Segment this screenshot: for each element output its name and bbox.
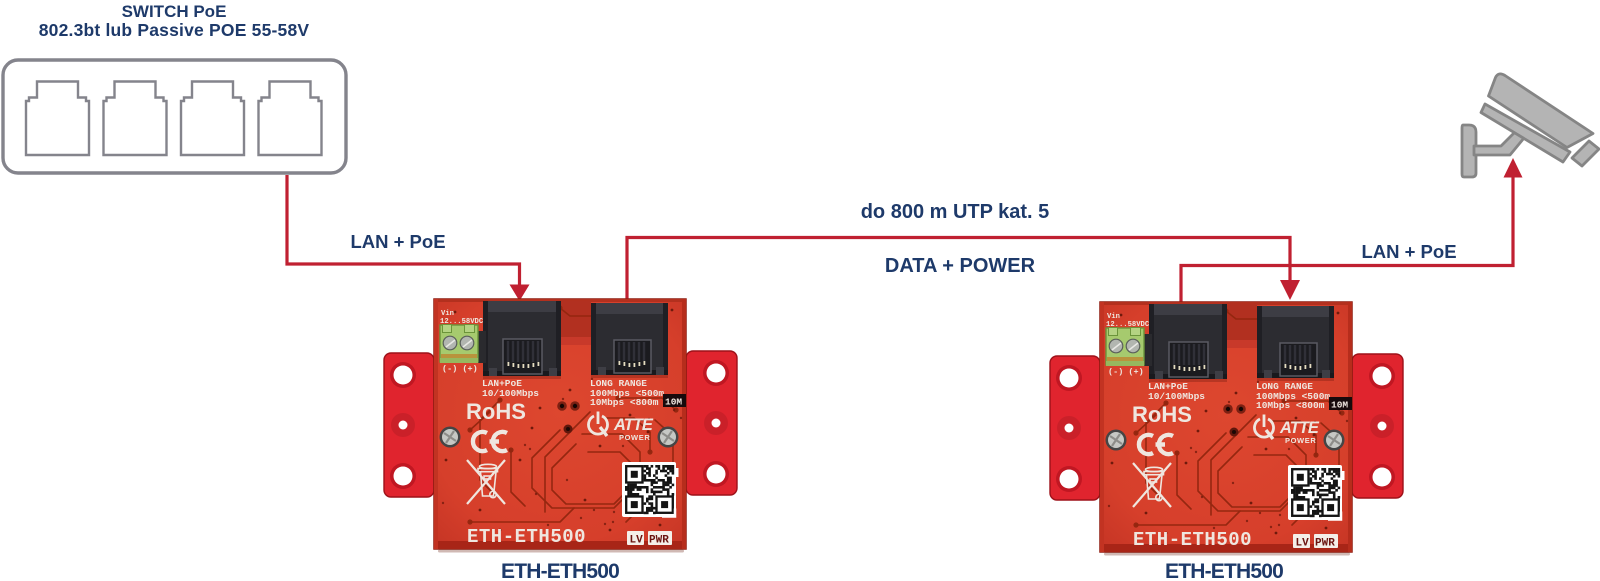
svg-text:ETH-ETH500: ETH-ETH500 xyxy=(467,526,586,548)
svg-text:LV: LV xyxy=(630,535,644,547)
svg-text:802.3bt lub Passive POE 55-58V: 802.3bt lub Passive POE 55-58V xyxy=(39,20,310,40)
svg-text:10/100Mbps: 10/100Mbps xyxy=(482,388,539,399)
svg-text:LONG RANGE: LONG RANGE xyxy=(590,378,647,389)
svg-text:do 800 m UTP kat. 5: do 800 m UTP kat. 5 xyxy=(861,201,1050,223)
svg-text:(-) (+): (-) (+) xyxy=(442,364,478,374)
svg-text:ETH-ETH500: ETH-ETH500 xyxy=(1165,560,1283,581)
svg-text:LAN + PoE: LAN + PoE xyxy=(350,231,445,252)
svg-text:DATA + POWER: DATA + POWER xyxy=(885,255,1036,277)
svg-text:LAN + PoE: LAN + PoE xyxy=(1361,241,1456,262)
svg-text:LAN+PoE: LAN+PoE xyxy=(482,378,522,389)
svg-text:SWITCH PoE: SWITCH PoE xyxy=(122,2,227,21)
svg-text:ATTE: ATTE xyxy=(613,416,654,434)
svg-text:10Mbps <800m: 10Mbps <800m xyxy=(590,397,659,408)
svg-text:12...58VDC: 12...58VDC xyxy=(440,318,484,326)
svg-text:PWR: PWR xyxy=(649,535,669,547)
svg-text:10M: 10M xyxy=(665,397,682,408)
svg-text:POWER: POWER xyxy=(619,433,650,442)
svg-text:ETH-ETH500: ETH-ETH500 xyxy=(501,560,619,581)
svg-text:Vin: Vin xyxy=(441,310,454,318)
svg-text:RoHS: RoHS xyxy=(466,399,526,424)
svg-text:100Mbps <500m: 100Mbps <500m xyxy=(590,388,664,399)
